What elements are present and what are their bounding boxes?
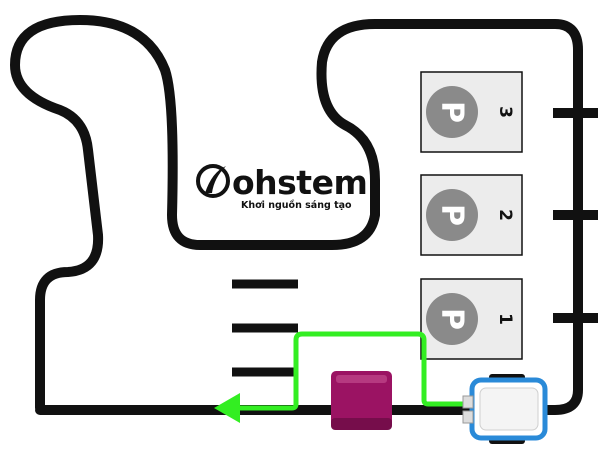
parking-number: 1 <box>495 313 515 325</box>
parking-spot-3: P 3 <box>420 71 523 153</box>
path-arrow-icon <box>214 393 240 423</box>
logo-brand: ohstem <box>232 163 367 202</box>
planned-path <box>236 331 470 411</box>
parking-number: 3 <box>495 106 515 118</box>
parking-symbol: P <box>435 204 470 226</box>
parking-number: 2 <box>495 209 515 221</box>
ohstem-logo: ohstem Khơi nguồn sáng tạo <box>196 163 368 211</box>
parking-symbol: P <box>435 308 470 330</box>
parking-circle-icon <box>426 86 478 138</box>
robot-sensor <box>462 410 474 424</box>
parking-spot-1: P 1 <box>420 278 523 360</box>
robot-car[interactable] <box>462 374 548 444</box>
parking-circle-icon <box>426 189 478 241</box>
robot-sensor <box>462 395 474 409</box>
parking-symbol: P <box>435 101 470 123</box>
parking-circle-icon <box>426 293 478 345</box>
logo-tagline: Khơi nguồn sáng tạo <box>241 200 352 211</box>
parking-spot-2: P 2 <box>420 174 523 256</box>
track-line <box>10 15 583 415</box>
obstacle-block[interactable] <box>331 371 392 430</box>
